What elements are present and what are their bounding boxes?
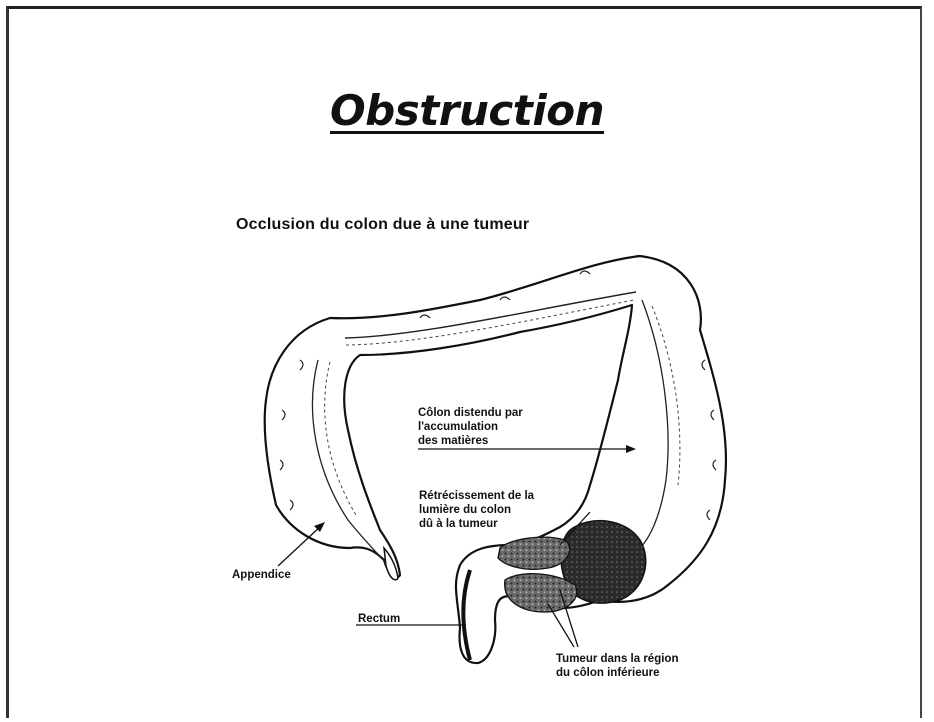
label-line: dû à la tumeur: [419, 517, 534, 531]
label-line: lumière du colon: [419, 503, 534, 517]
label-line: l'accumulation: [418, 420, 523, 434]
label-tumor-region: Tumeur dans la région du côlon inférieur…: [556, 652, 678, 680]
label-line: du côlon inférieure: [556, 666, 678, 680]
label-line: des matières: [418, 434, 523, 448]
pointer-tumor-1: [548, 604, 574, 647]
label-appendix: Appendice: [232, 568, 291, 582]
label-line: Tumeur dans la région: [556, 652, 678, 666]
label-lumen-narrowing: Rétrécissement de la lumière du colon dû…: [419, 489, 534, 531]
tumor-mass-upper: [498, 537, 570, 569]
label-rectum: Rectum: [358, 612, 400, 626]
label-line: Côlon distendu par: [418, 406, 523, 420]
label-line: Rétrécissement de la: [419, 489, 534, 503]
label-distended-colon: Côlon distendu par l'accumulation des ma…: [418, 406, 523, 448]
